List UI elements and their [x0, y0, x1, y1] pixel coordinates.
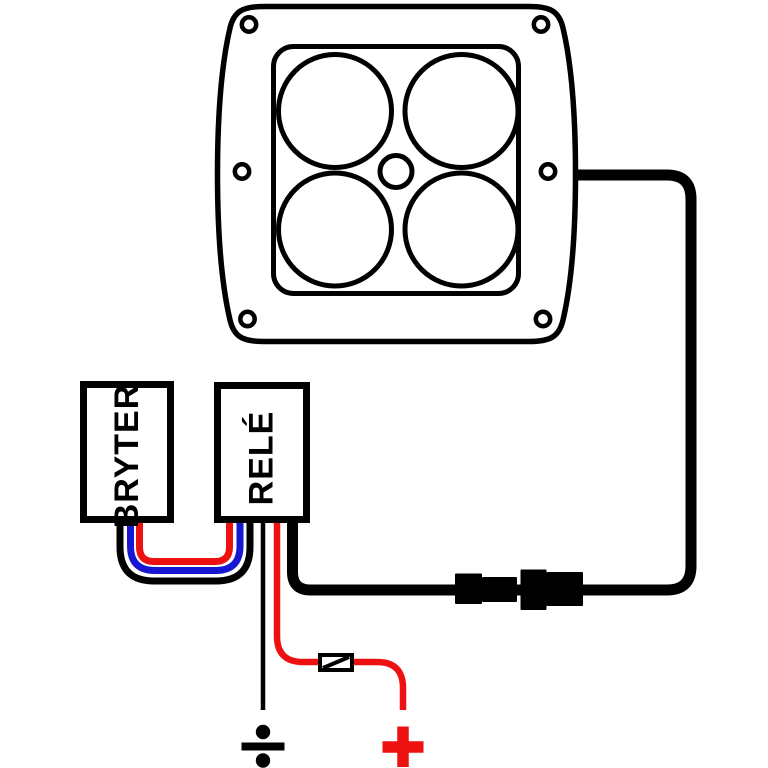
fuse-icon — [318, 653, 354, 672]
loop-wire-blue — [127, 520, 244, 574]
led-lens-top-right — [402, 52, 521, 170]
power-wire — [287, 169, 697, 596]
connector-plug-right-body — [546, 572, 583, 606]
switch-box: BRYTER — [80, 381, 174, 529]
ground-terminal-icon — [241, 724, 285, 768]
led-lens-bottom-right — [402, 170, 521, 289]
inline-plug-connector-icon — [455, 569, 583, 610]
loop-wire-black — [116, 520, 254, 585]
mounting-hole-bottom-left — [238, 309, 257, 329]
mounting-hole-bottom-right — [533, 309, 553, 329]
loop-wire-red — [136, 520, 233, 565]
switch-label: BRYTER — [108, 384, 146, 529]
positive-terminal-icon — [382, 726, 424, 767]
fuse-diagonal — [322, 655, 350, 670]
mounting-hole-mid-left — [232, 162, 252, 181]
led-work-light-icon — [214, 3, 579, 345]
ground-dot-top — [255, 724, 271, 740]
connector-plug-left-tip — [455, 573, 482, 604]
mounting-hole-top-right — [531, 15, 551, 34]
connector-plug-left-body — [482, 577, 517, 602]
relay-box-outline — [214, 382, 310, 523]
light-center-hub — [377, 153, 415, 190]
relay-box: RELÉ — [214, 382, 310, 523]
switch-relay-wire-loop — [116, 520, 254, 585]
led-lens-bottom-left — [276, 170, 394, 289]
led-lens-top-left — [276, 52, 394, 170]
connector-plug-right-tip — [520, 569, 547, 610]
relay-label: RELÉ — [243, 411, 281, 506]
mounting-hole-mid-right — [538, 162, 558, 181]
ground-bar — [241, 742, 285, 751]
ground-dot-bottom — [255, 753, 271, 768]
mounting-hole-top-left — [239, 15, 259, 34]
switch-box-outline — [80, 381, 174, 523]
